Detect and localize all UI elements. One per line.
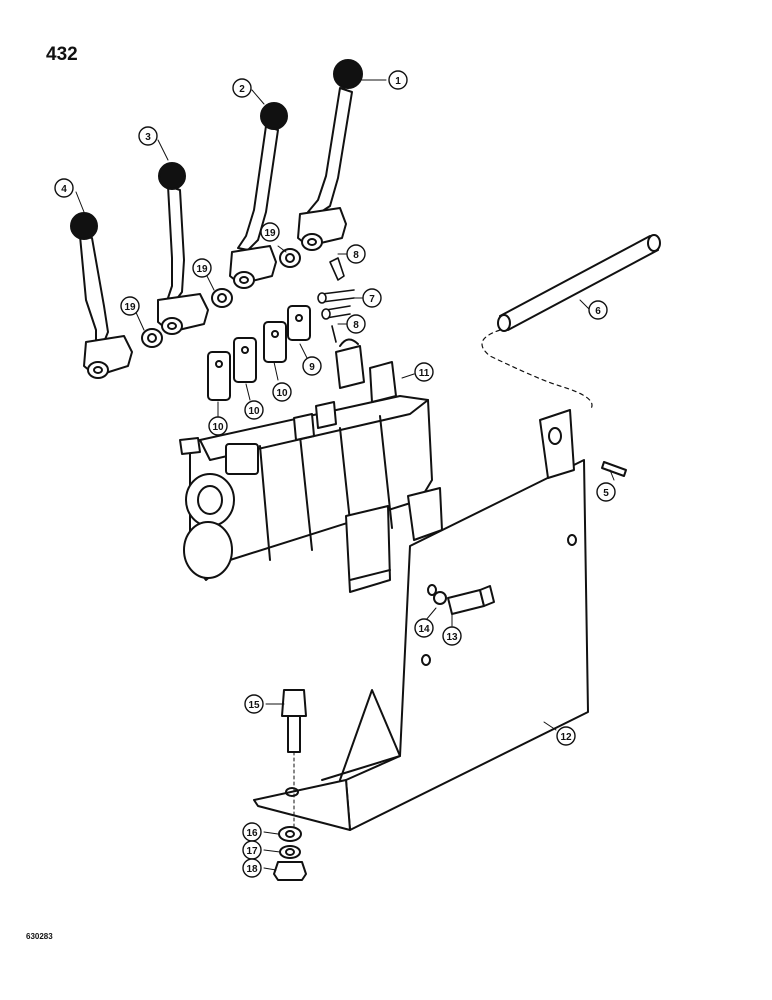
lever-knob-1 — [333, 59, 363, 89]
callout-label-18: 18 — [246, 864, 258, 875]
callout-circles — [54, 70, 616, 878]
callout-label-10a: 10 — [212, 422, 224, 433]
control-lever-2 — [229, 102, 288, 289]
control-lever-4 — [70, 212, 133, 379]
lever-knob-2 — [260, 102, 288, 130]
callout-label-8a: 8 — [353, 250, 359, 261]
page-number: 432 — [46, 44, 78, 65]
leader-lines — [75, 79, 615, 871]
callout-label-11: 11 — [419, 368, 430, 379]
callout-label-3: 3 — [145, 132, 151, 143]
callout-label-12: 12 — [560, 732, 572, 743]
drawing-code: 630283 — [26, 932, 53, 941]
callout-label-8b: 8 — [353, 320, 359, 331]
callout-label-1: 1 — [395, 76, 401, 87]
callout-label-19b: 19 — [196, 264, 208, 275]
mounting-hardware — [273, 585, 495, 881]
callout-label-6: 6 — [595, 306, 601, 317]
pins-and-cotter-pins — [317, 257, 355, 343]
callout-label-17: 17 — [246, 846, 258, 857]
callout-label-16: 16 — [246, 828, 258, 839]
lever-knob-3 — [158, 162, 186, 190]
callout-label-7: 7 — [369, 294, 375, 305]
callout-label-19c: 19 — [124, 302, 136, 313]
callout-label-19a: 19 — [264, 228, 276, 239]
callout-label-15: 15 — [248, 700, 260, 711]
callout-label-10c: 10 — [276, 388, 288, 399]
callout-label-5: 5 — [603, 488, 609, 499]
control-lever-1 — [297, 59, 363, 251]
callout-label-14: 14 — [418, 624, 430, 635]
mounting-bracket — [253, 409, 589, 831]
callout-label-4: 4 — [61, 184, 67, 195]
clevis-links — [207, 305, 311, 401]
lever-knob-4 — [70, 212, 98, 240]
callout-labels: 1 2 3 4 5 6 7 8 8 9 10 10 10 11 12 13 14… — [61, 76, 609, 875]
callout-label-2: 2 — [239, 84, 245, 95]
roll-pin — [601, 461, 627, 477]
callout-label-9: 9 — [309, 362, 315, 373]
control-valve-assembly — [179, 338, 443, 593]
spacer-bushings — [141, 248, 301, 348]
callout-label-10b: 10 — [248, 406, 260, 417]
callout-label-13: 13 — [446, 632, 458, 643]
lever-shaft — [481, 234, 661, 411]
control-lever-3 — [157, 162, 209, 335]
